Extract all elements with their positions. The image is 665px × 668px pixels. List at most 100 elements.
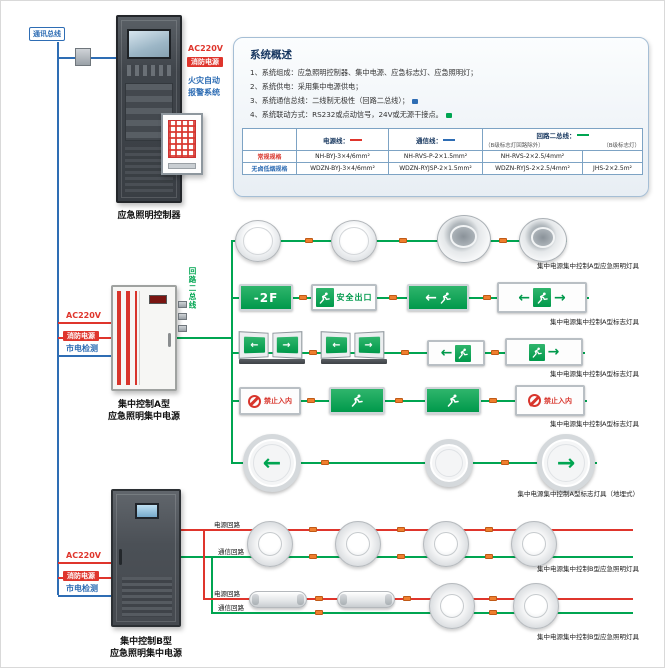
recessed-downlight [437,215,491,263]
comm-loop-label: 通信回路 [217,546,245,556]
spec-header-empty [242,128,297,151]
cabinet-door-seam [139,291,140,385]
wire-connector [401,350,409,355]
controller-screen [127,29,171,59]
power-loop-riser [203,529,205,599]
terminal-block [178,325,187,332]
arrow-right-icon: → [547,344,560,360]
running-man-icon [533,288,551,307]
comm-bus-label: 通讯总线 [29,27,65,41]
wall-arrow-sign: ← [427,340,485,366]
loop-note-1: （B级标志灯回路除外） [485,143,544,149]
sign-face: → [354,331,385,359]
loop-line-row5 [231,462,597,464]
running-man-icon [351,394,363,407]
fire-alarm-label-line2: 报警系统 [187,88,221,98]
emergency-tube-light [249,591,307,608]
cab-a-mains-detect-label: 市电检测 [65,344,99,354]
controller-fire-power-label: 消防电源 [187,57,223,68]
buried-arrow-sign: ← [243,434,301,492]
cell-loop2-normal [582,150,643,163]
wire-connector [315,610,323,615]
comm-loop-riser [211,556,213,613]
cell-power-lowsmoke: WDZN-BYJ-3×4/6mm² [296,162,389,175]
comm-wire-icon [412,98,419,104]
cab-b-power-label: AC220V [65,551,102,561]
row4-caption: 集中电源集中控制A型标志灯具 [550,420,639,428]
row6-caption: 集中电源集中控制B型应急照明灯具 [537,565,639,573]
sign-base [239,359,305,364]
cab-b-fire-power-label: 消防电源 [63,571,99,582]
sign-face: → [272,331,303,359]
runner-sign [425,387,481,414]
b-type-downlight [423,521,469,567]
wire-connector [321,460,329,465]
wire-connector [389,295,397,300]
sign-base [321,359,387,364]
wire-connector [399,238,407,243]
comm-line-swatch-icon [443,138,455,141]
no-entry-sign: 禁止入内 [515,385,585,416]
running-man-icon [440,292,451,304]
b-type-downlight [335,521,381,567]
no-entry-sign: 禁止入内 [239,387,301,415]
cell-comm-normal: NH-RVS-P-2×1.5mm² [388,150,483,163]
cabinet-handle [168,333,171,347]
arrow-left-icon: ← [440,345,453,361]
power-line-header: 电源线： [296,128,389,151]
spec-lowsmoke: 无卤低烟规格 [242,162,297,175]
system-overview-box: 系统概述 1、系统组成：应急照明控制器、集中电源、应急标志灯、应急照明灯； 2、… [233,37,649,197]
cabinet-screen [135,503,159,519]
cabinet-door [121,20,177,198]
power-loop-label: 电源回路 [213,519,241,529]
junction-box [75,48,91,66]
emergency-downlight [331,220,377,262]
cell-loop2-lowsmoke: JHS-2×2.5m² [582,162,643,175]
floor-number-text: -2F [253,290,279,305]
controller-keypad [127,65,171,76]
mains-detect-line [58,355,111,357]
wire-connector [489,610,497,615]
wire-connector [489,398,497,403]
overview-item-4: 4、系统联动方式：RS232或点动信号，24V或无源干接点。 [250,108,477,122]
mains-detect-line-b [58,595,111,597]
arrow-left-icon: ← [262,450,282,476]
wire-connector [315,596,323,601]
wire-connector [309,527,317,532]
running-man-icon [315,288,334,307]
no-entry-text: 禁止入内 [264,397,292,405]
comm-line-header: 通信线： [388,128,483,151]
b-type-downlight [247,521,293,567]
emergency-downlight [235,220,281,262]
sign-face: ← [320,331,351,359]
cab-a-power-label: AC220V [65,311,102,321]
arrow-left-icon: ← [243,336,265,354]
wire-connector [397,554,405,559]
floor-number-sign: -2F [239,284,293,311]
wire-connector [395,398,403,403]
cab-a-caption-line2: 应急照明集中电源 [107,412,180,422]
cell-power-normal: NH-BYJ-3×4/6mm² [296,150,389,163]
arrow-right-icon: → [276,336,298,354]
b-type-downlight [511,521,557,567]
cabinet-red-stripes [117,291,137,385]
wire-connector [299,295,307,300]
exit-sign: 安全出口 [311,284,377,311]
terminal-block [178,301,187,308]
row3-caption: 集中电源集中控制A型标志灯具 [550,370,639,378]
loop-line-row4 [231,400,587,402]
wire-connector [397,527,405,532]
spec-normal: 常规规格 [242,150,297,163]
cable-spec-table: 电源线： 通信线： 回路二总线： （B级标志灯回路除外） （B级标志灯） 常规规… [242,128,643,175]
comm-bus-line [57,42,59,595]
loop-bus-header: 回路二总线： （B级标志灯回路除外） （B级标志灯） [482,128,643,151]
wire-connector [305,238,313,243]
b-type-downlight [429,583,475,629]
arrow-left-icon: ← [325,336,347,354]
table-row: 无卤低烟规格 WDZN-BYJ-3×4/6mm² WDZN-RYJSP-2×1.… [242,162,643,175]
wire-connector [499,238,507,243]
double-sided-exit-sign: ← → [497,282,587,313]
wire-connector [485,554,493,559]
power-feed-line [58,322,111,324]
